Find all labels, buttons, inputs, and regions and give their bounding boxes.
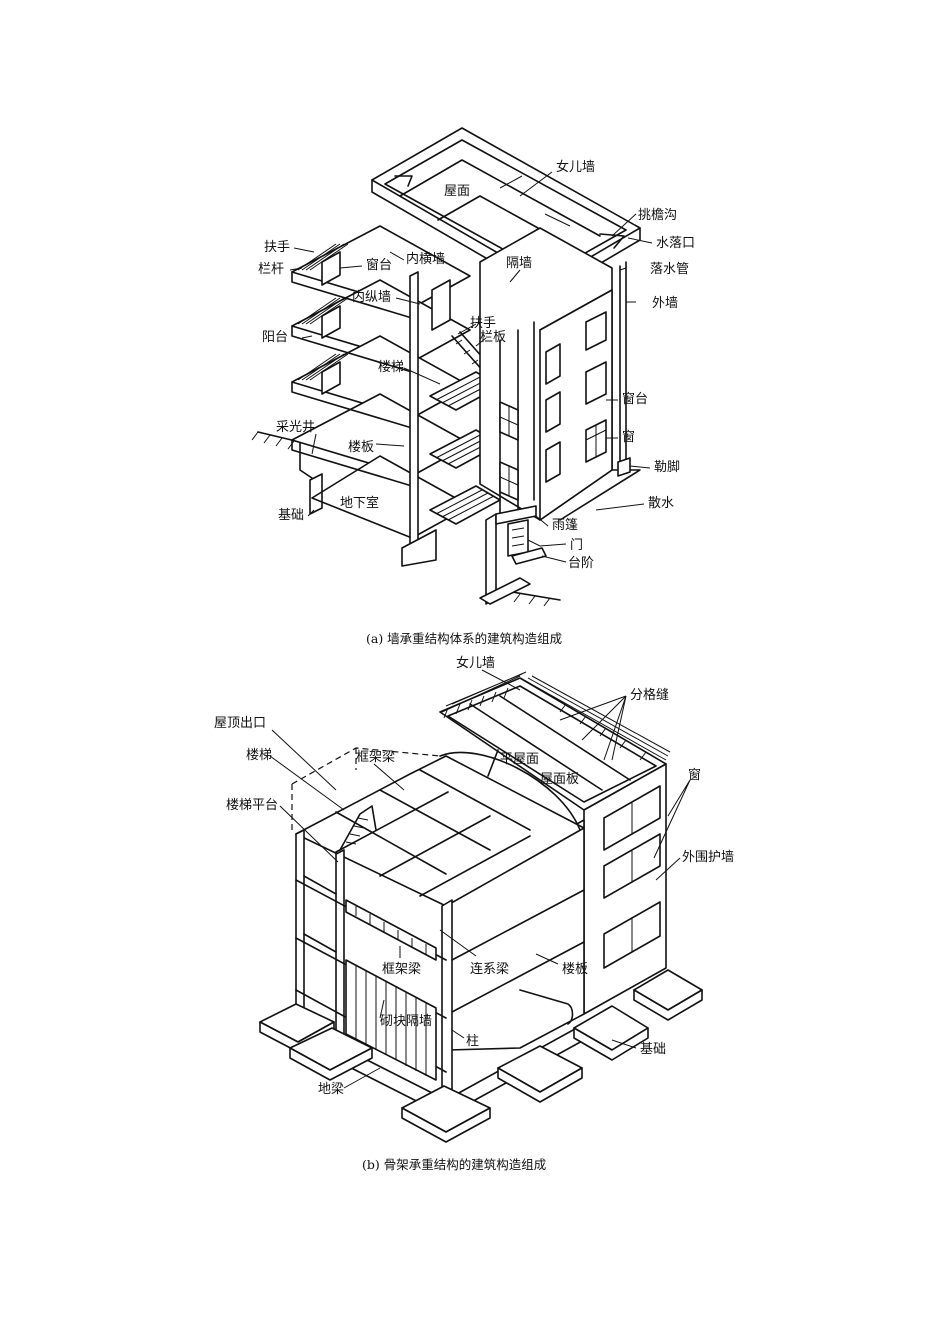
- label-b-tie-beam: 连系梁: [470, 962, 510, 977]
- floor-stack: [291, 225, 471, 567]
- caption-b: (b) 骨架承重结构的建筑构造组成: [362, 1157, 547, 1172]
- label-a-exterior-wall: 外墙: [652, 296, 679, 311]
- label-b-frame-beam: 框架梁: [382, 962, 422, 977]
- roof-slab: [371, 127, 641, 295]
- figure-b-leaders: [269, 669, 691, 1089]
- label-b-flat-roof: 平屋面: [500, 752, 540, 767]
- label-b-foundation: 基础: [640, 1042, 667, 1057]
- label-a-balcony: 阳台: [262, 330, 289, 345]
- flat-roof: [439, 671, 671, 811]
- label-a-handrail-stair: 扶手: [470, 316, 497, 331]
- label-a-foundation: 基础: [278, 508, 305, 523]
- label-b-column: 柱: [466, 1034, 480, 1049]
- label-b-ground-beam: 地梁: [318, 1082, 345, 1097]
- label-a-basement: 地下室: [340, 496, 380, 511]
- label-b-enclosure-wall: 外围护墙: [682, 850, 735, 865]
- label-a-stair: 楼梯: [378, 360, 405, 375]
- foundations: [259, 969, 703, 1143]
- label-b-dividing-joint: 分格缝: [630, 688, 670, 703]
- label-a-steps: 台阶: [568, 556, 595, 571]
- label-b-stair: 楼梯: [246, 748, 273, 763]
- label-b-stair-landing: 楼梯平台: [226, 798, 279, 813]
- label-b-roof-exit: 屋顶出口: [214, 716, 267, 731]
- label-a-partition-wall: 隔墙: [506, 256, 533, 271]
- label-a-parapet: 女儿墙: [556, 160, 596, 175]
- label-a-floor-slab: 楼板: [348, 440, 375, 455]
- label-a-downpipe: 落水管: [650, 262, 690, 277]
- label-b-window: 窗: [688, 768, 702, 783]
- label-b-parapet: 女儿墙: [456, 656, 496, 671]
- label-a-light-well: 采光井: [276, 420, 316, 435]
- label-a-apron: 散水: [648, 496, 675, 511]
- label-a-window-sill-right: 窗台: [622, 392, 649, 407]
- label-a-plinth: 勒脚: [654, 460, 681, 475]
- label-b-roof-slab: 屋面板: [540, 772, 580, 787]
- label-a-window: 窗: [622, 430, 636, 445]
- label-a-inner-cross-wall: 内横墙: [406, 252, 446, 267]
- right-tower: [479, 227, 641, 605]
- label-a-railing: 栏杆: [258, 262, 285, 277]
- label-a-door: 门: [570, 538, 584, 553]
- label-b-frame-beam-top: 框架梁: [356, 750, 396, 765]
- figure-a-leaders: [289, 171, 653, 563]
- label-a-eave-gutter: 挑檐沟: [638, 208, 678, 223]
- label-a-roof: 屋面: [444, 184, 471, 199]
- label-b-floor-slab: 楼板: [562, 962, 589, 977]
- caption-a: (a) 墙承重结构体系的建筑构造组成: [366, 631, 563, 646]
- label-a-inner-long-wall: 内纵墙: [352, 290, 392, 305]
- label-a-canopy: 雨篷: [552, 518, 579, 533]
- label-a-balustrade: 栏板: [480, 330, 507, 345]
- label-b-block-partition: 砌块隔墙: [380, 1014, 433, 1029]
- label-a-drain-outlet: 水落口: [656, 236, 696, 251]
- label-a-window-sill-left: 窗台: [366, 258, 393, 273]
- label-a-handrail: 扶手: [264, 240, 291, 255]
